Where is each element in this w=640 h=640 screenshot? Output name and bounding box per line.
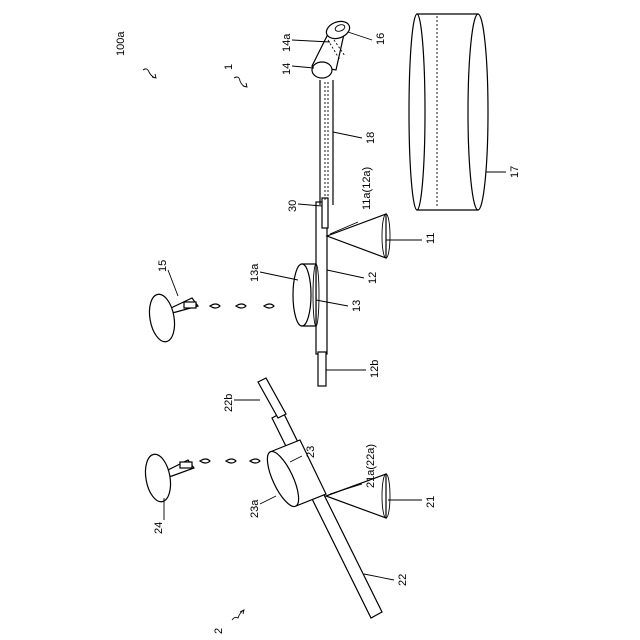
label-16: 16 bbox=[375, 33, 387, 45]
label-23a: 23a bbox=[249, 499, 261, 518]
arrow-100a bbox=[143, 69, 155, 78]
label-14a: 14a bbox=[281, 33, 293, 52]
label-11: 11 bbox=[425, 233, 437, 244]
lever-end-12b bbox=[318, 352, 326, 386]
label-22b: 22b bbox=[223, 394, 235, 412]
label-12b: 12b bbox=[369, 360, 381, 378]
label-1: 1 bbox=[223, 64, 235, 70]
tank-17 bbox=[409, 14, 488, 210]
weight-13 bbox=[293, 264, 319, 326]
label-21: 21 bbox=[425, 496, 437, 508]
droplets-1 bbox=[210, 304, 274, 308]
label-24: 24 bbox=[153, 522, 165, 534]
support-21 bbox=[326, 474, 386, 518]
label-23: 23 bbox=[305, 446, 317, 458]
label-30: 30 bbox=[287, 200, 299, 212]
lever-end-22b bbox=[258, 378, 286, 418]
pad-30 bbox=[322, 198, 328, 228]
label-13a: 13a bbox=[249, 263, 261, 282]
arrow-2 bbox=[232, 610, 244, 620]
nozzle-15 bbox=[146, 292, 198, 343]
label-12: 12 bbox=[367, 272, 379, 284]
arrow-1 bbox=[234, 77, 246, 87]
lever-22 bbox=[272, 412, 382, 618]
label-22: 22 bbox=[397, 574, 409, 586]
label-18: 18 bbox=[365, 132, 377, 144]
label-21a22a: 21a(22a) bbox=[365, 444, 377, 488]
droplets-2 bbox=[200, 459, 260, 463]
label-17: 17 bbox=[509, 166, 521, 178]
support-11 bbox=[327, 214, 386, 258]
label-14: 14 bbox=[281, 63, 293, 75]
label-100a: 100a bbox=[115, 31, 127, 56]
nozzle-24 bbox=[142, 452, 194, 503]
label-2: 2 bbox=[213, 628, 225, 634]
label-15: 15 bbox=[157, 260, 169, 272]
label-13: 13 bbox=[351, 300, 363, 312]
label-11a12a: 11a(12a) bbox=[361, 167, 373, 210]
